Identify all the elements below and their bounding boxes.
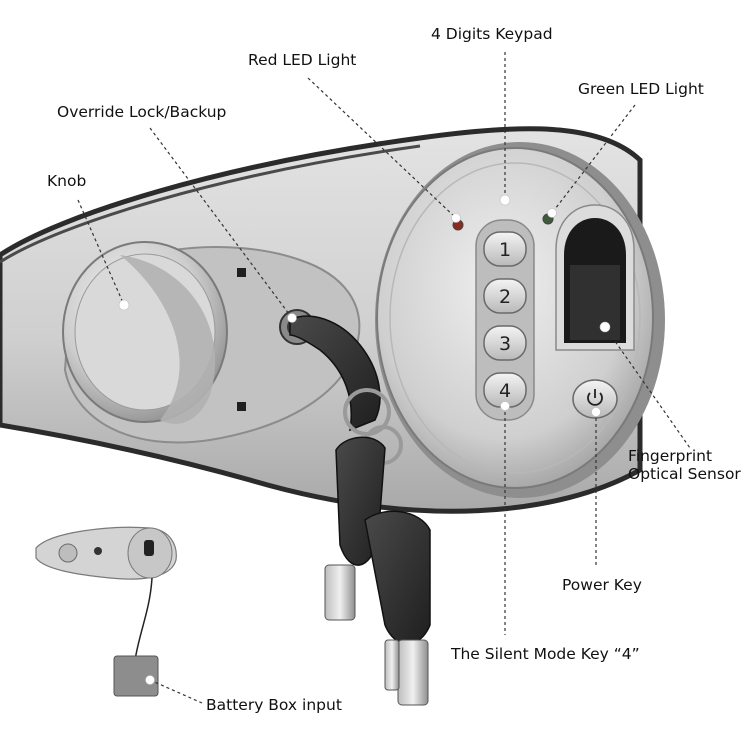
label-fingerprint-line2: Optical Sensor <box>628 465 741 483</box>
keypad-key-1[interactable]: 1 <box>483 231 527 267</box>
label-keypad: 4 Digits Keypad <box>431 25 553 43</box>
battery-box <box>113 655 159 697</box>
keypad-key-1-label: 1 <box>499 239 511 261</box>
keypad-key-4-label: 4 <box>499 380 511 402</box>
power-icon <box>587 389 603 406</box>
label-fingerprint-line1: Fingerprint <box>628 447 713 465</box>
label-red-led: Red LED Light <box>248 51 357 69</box>
fingerprint-sensor[interactable] <box>555 204 635 351</box>
keypad-key-2[interactable]: 2 <box>483 278 527 314</box>
screw-top <box>237 268 246 277</box>
screw-bottom <box>237 402 246 411</box>
label-knob: Knob <box>47 172 87 190</box>
label-battery-box: Battery Box input <box>206 696 342 714</box>
knob[interactable] <box>62 241 228 424</box>
indicator-dots <box>118 194 611 685</box>
label-power-key: Power Key <box>562 576 642 594</box>
keys <box>289 315 431 706</box>
keypad: 1 2 3 4 <box>475 219 535 421</box>
inset-lock-image <box>35 526 177 661</box>
keypad-key-3-label: 3 <box>499 333 511 355</box>
label-silent-mode: The Silent Mode Key “4” <box>451 645 640 663</box>
label-fingerprint: Fingerprint Optical Sensor <box>628 447 741 483</box>
power-key[interactable] <box>572 379 618 419</box>
keypad-key-2-label: 2 <box>499 286 511 308</box>
keypad-key-3[interactable]: 3 <box>483 325 527 361</box>
label-override-lock: Override Lock/Backup <box>57 103 227 121</box>
leader-lines <box>77 52 691 704</box>
label-green-led: Green LED Light <box>578 80 704 98</box>
